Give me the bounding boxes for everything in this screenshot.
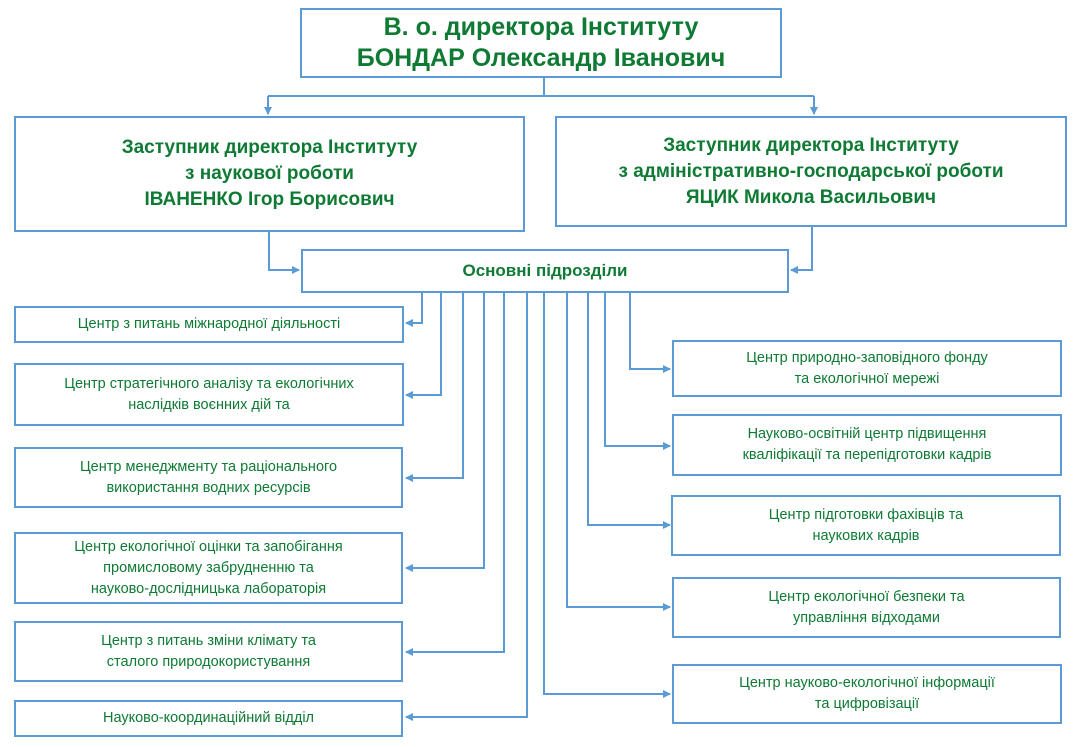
unit-digitalization: Центр науково-екологічної інформації та ц… [672, 664, 1062, 724]
unit-line: Центр природно-заповідного фонду [746, 349, 988, 366]
unit-line: Центр підготовки фахівців та [768, 506, 964, 523]
unit-nature-reserve: Центр природно-заповідного фонду та еколо… [672, 340, 1062, 397]
unit-line: Центр стратегічного аналізу та екологічн… [64, 375, 354, 392]
unit-climate-change: Центр з питань зміни клімату та сталого п… [14, 621, 403, 682]
deputy-science-area: з наукової роботи [185, 163, 354, 184]
deputy-admin-area: з адміністративно-господарської роботи [618, 160, 1004, 182]
connector-to-left-unit-3 [405, 293, 464, 482]
unit-strategic-analysis: Центр стратегічного аналізу та екологічн… [14, 363, 404, 426]
unit-ecological-assessment: Центр екологічної оцінки та запобігання п… [14, 532, 403, 604]
unit-specialist-training: Центр підготовки фахівців та наукових кад… [671, 495, 1061, 556]
connector-to-left-unit-6 [405, 293, 528, 721]
deputy-science-title: Заступник директора Інституту [121, 137, 418, 158]
connector-to-left-unit-1 [405, 293, 423, 327]
unit-line: Центр менеджменту та раціонального [79, 458, 338, 475]
unit-line: сталого природокористування [106, 653, 311, 670]
connector-to-right-unit-3 [587, 293, 671, 529]
unit-line: Центр з питань міжнародної діяльності [77, 316, 341, 332]
unit-international: Центр з питань міжнародної діяльності [14, 306, 404, 343]
unit-line: Центр науково-екологічної інформації [739, 675, 995, 691]
unit-line: науково-дослідницька лабораторія [90, 580, 327, 597]
connector-to-left-unit-5 [405, 293, 505, 656]
unit-line: управління відходами [792, 609, 940, 626]
connector-to-left-unit-2 [405, 293, 442, 399]
main-units-box: Основні підрозділи [301, 249, 789, 293]
unit-line: промисловому забрудненню та [103, 559, 314, 576]
unit-scientific-coordination: Науково-координаційний відділ [14, 700, 403, 737]
connector-to-right-unit-2 [604, 293, 671, 450]
deputy-admin-name: ЯЦИК Микола Васильович [685, 186, 937, 208]
unit-qualification-center: Науково-освітній центр підвищення кваліфі… [672, 414, 1062, 476]
unit-line: використання водних ресурсів [106, 479, 311, 496]
connector-to-right-unit-4 [566, 293, 671, 611]
director-name: БОНДАР Олександр Іванович [356, 44, 726, 72]
deputy-science-box: Заступник директора Інституту з наукової… [14, 116, 525, 232]
connector-to-right-unit-1 [629, 293, 671, 373]
connector-to-right-unit-5 [543, 293, 671, 698]
unit-line: кваліфікації та перепідготовки кадрів [742, 447, 992, 463]
unit-line: Центр екологічної безпеки та [768, 588, 965, 605]
director-title: В. о. директора Інституту [383, 13, 699, 41]
unit-line: наслідків воєнних дій та [128, 396, 290, 413]
unit-line: та екологічної мережі [794, 370, 940, 387]
unit-line: та цифровізації [814, 696, 920, 712]
director-box: В. о. директора Інституту БОНДАР Олексан… [300, 8, 782, 78]
connector-to-left-unit-4 [405, 293, 485, 572]
unit-line: Центр екологічної оцінки та запобігання [74, 538, 343, 555]
connector-deputy-admin-to-units [790, 227, 813, 274]
deputy-science-name: ІВАНЕНКО Ігор Борисович [144, 189, 395, 210]
deputy-admin-title: Заступник директора Інституту [663, 134, 959, 156]
deputy-admin-box: Заступник директора Інституту з адмініст… [555, 116, 1067, 227]
unit-ecological-safety: Центр екологічної безпеки та управління в… [672, 577, 1061, 638]
unit-line: Науково-координаційний відділ [102, 710, 314, 726]
main-units-label: Основні підрозділи [462, 261, 628, 280]
connector-deputy-science-to-units [268, 232, 300, 274]
unit-line: Науково-освітній центр підвищення [747, 426, 987, 442]
unit-line: Центр з питань зміни клімату та [101, 632, 316, 649]
unit-line: наукових кадрів [812, 527, 920, 544]
unit-water-management: Центр менеджменту та раціонального викори… [14, 447, 403, 508]
